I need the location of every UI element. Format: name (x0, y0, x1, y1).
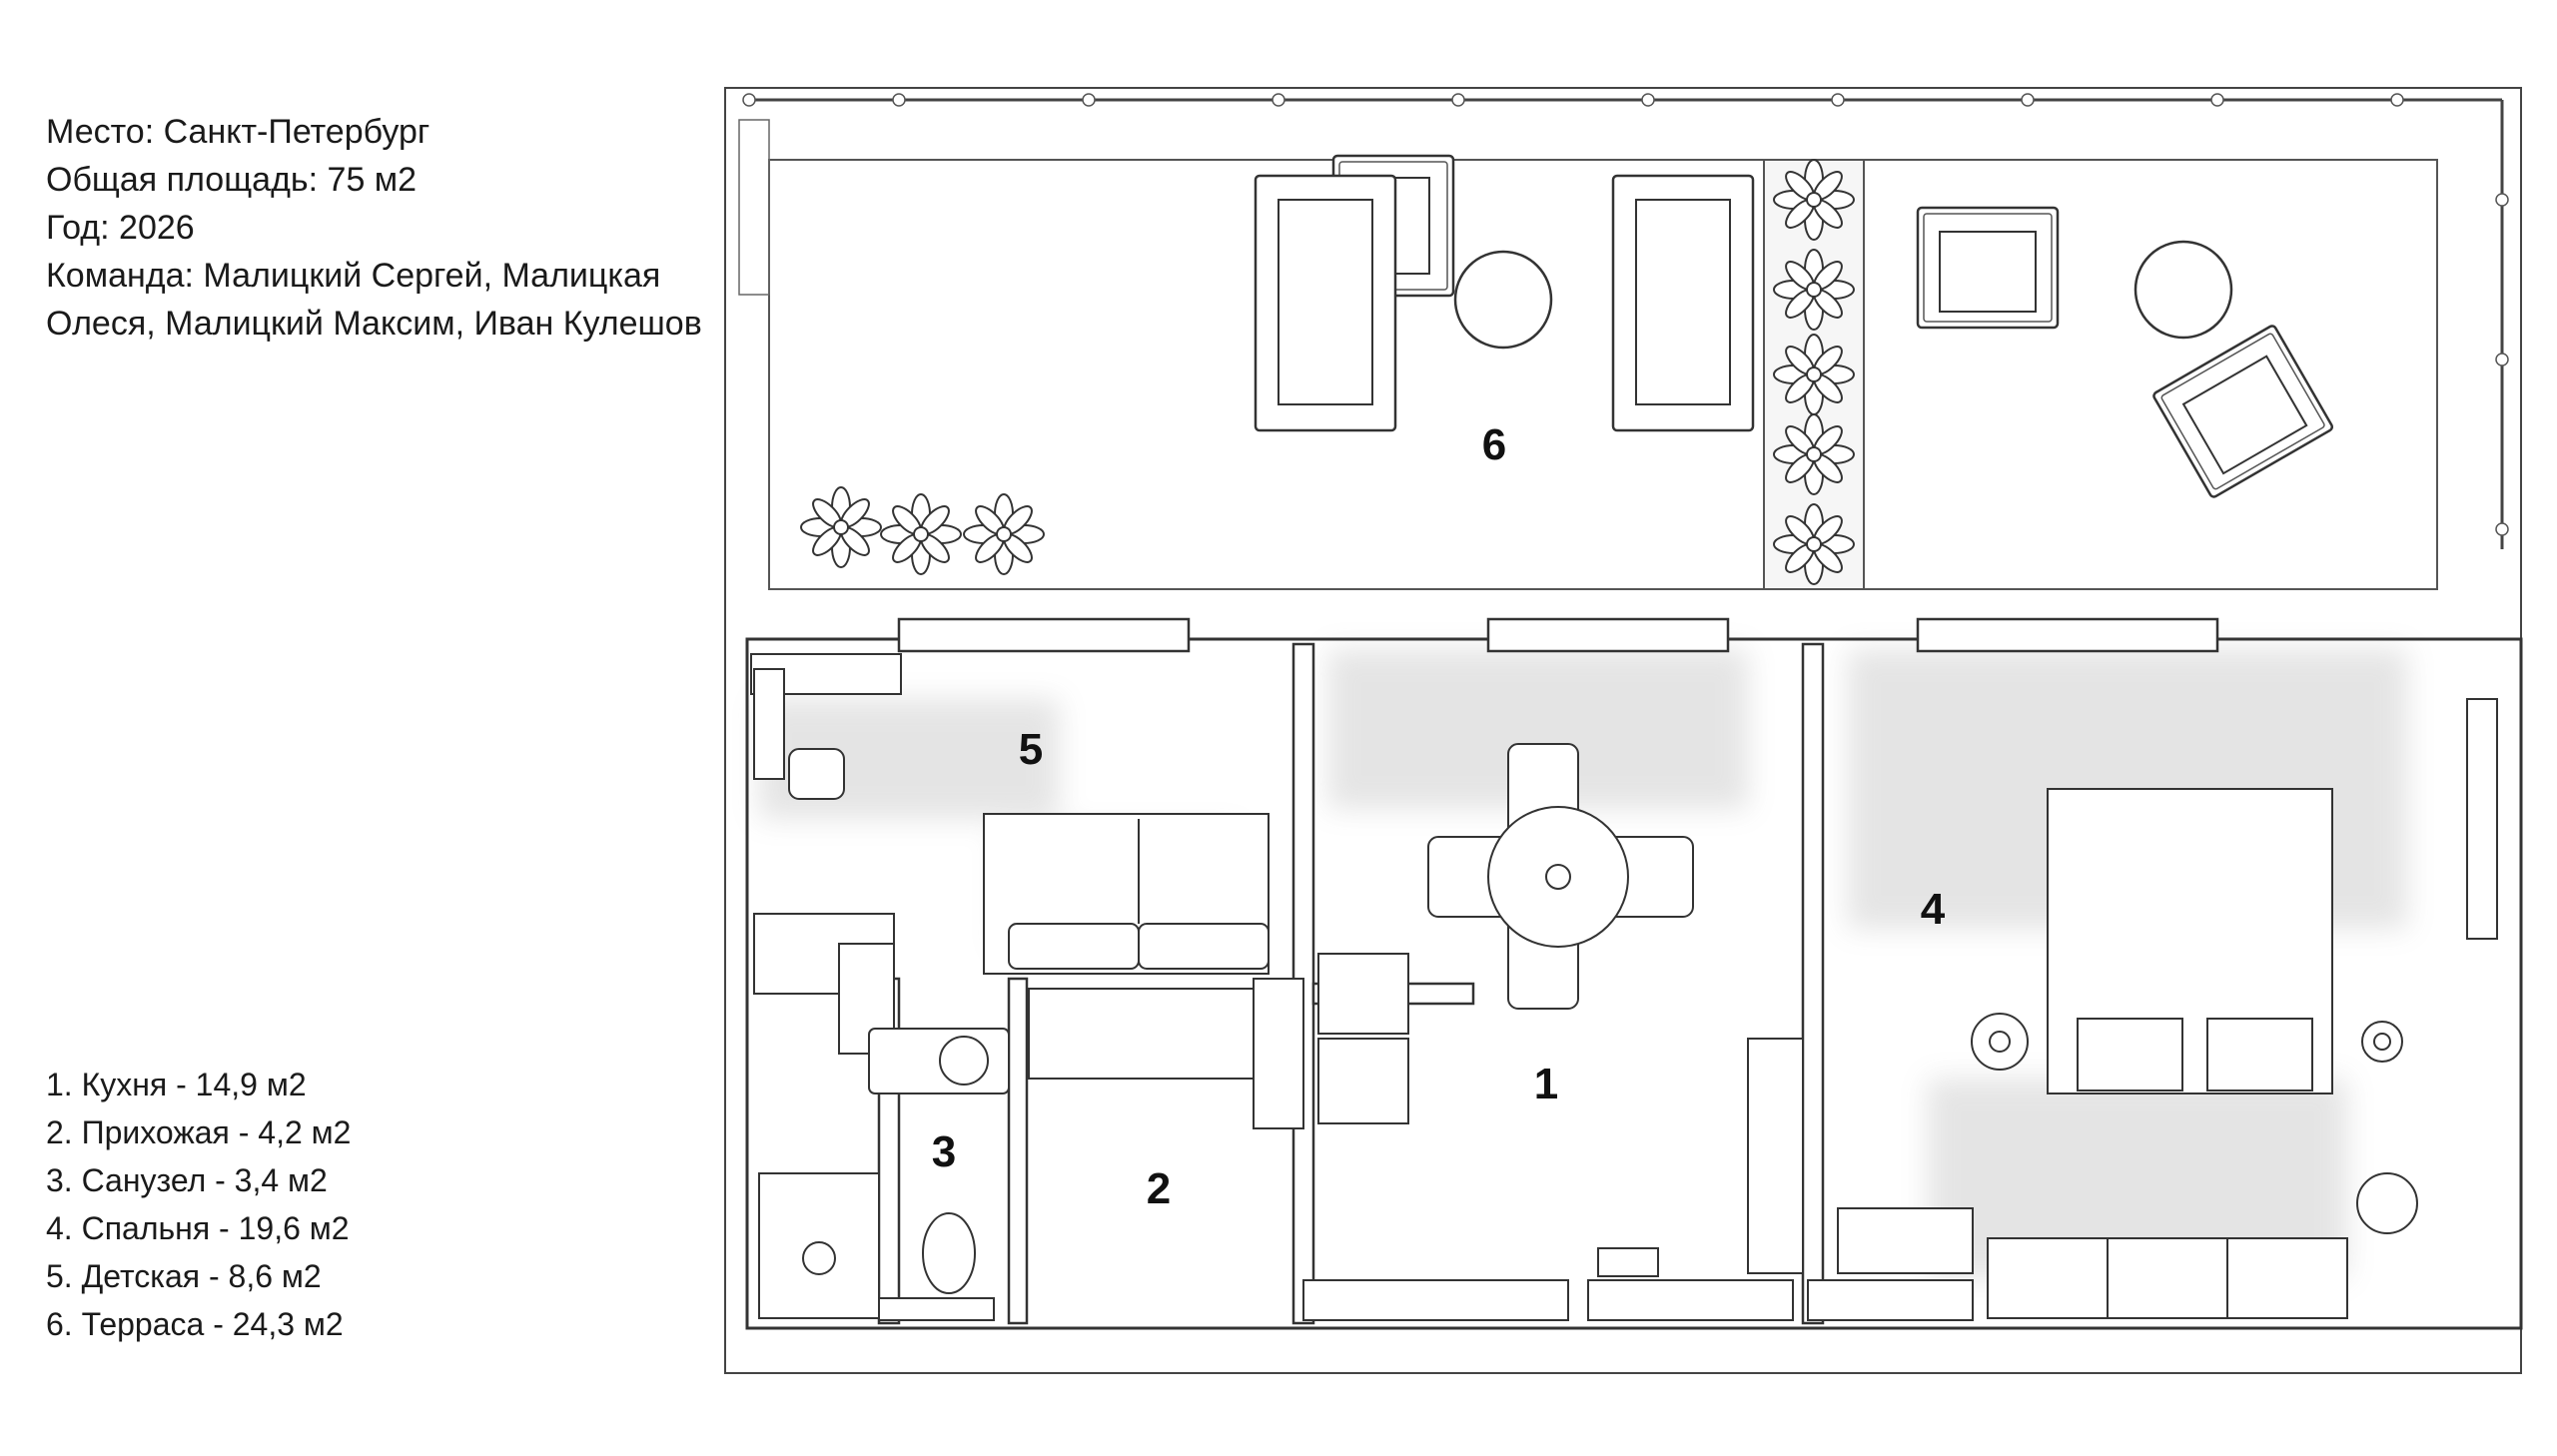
info-area: Общая площадь: 75 м2 (46, 161, 418, 199)
info-place: Место: Санкт-Петербург (46, 113, 430, 151)
legend-item-bathroom: 3. Санузел - 3,4 м2 (46, 1162, 328, 1198)
project-info: Место: Санкт-Петербург Общая площадь: 75… (46, 108, 702, 348)
room-number-kitchen: 1 (1534, 1060, 1558, 1108)
info-team-line1: Команда: Малицкий Сергей, Малицкая (46, 257, 661, 295)
legend-item-kitchen: 1. Кухня - 14,9 м2 (46, 1067, 307, 1102)
kitchen-furniture (1028, 743, 1804, 1277)
info-team-line2: Олеся, Малицкий Максим, Иван Кулешов (46, 305, 702, 343)
legend-item-kids-room: 5. Детская - 8,6 м2 (46, 1258, 322, 1294)
room-legend: 1. Кухня - 14,9 м2 2. Прихожая - 4,2 м2 … (46, 1061, 351, 1348)
terrace-area (738, 93, 2509, 590)
room-number-kids-room: 5 (1019, 725, 1043, 774)
legend-item-hallway: 2. Прихожая - 4,2 м2 (46, 1114, 352, 1150)
info-year: Год: 2026 (46, 209, 195, 247)
bedroom-furniture (1837, 698, 2498, 1319)
room-number-hallway: 2 (1147, 1164, 1171, 1213)
room-number-bathroom: 3 (932, 1127, 956, 1176)
room-number-terrace: 6 (1482, 420, 1506, 469)
legend-item-terrace: 6. Терраса - 24,3 м2 (46, 1306, 344, 1342)
bathroom-furniture (758, 1028, 1010, 1321)
room-number-bedroom: 4 (1921, 885, 1946, 934)
legend-item-bedroom: 4. Спальня - 19,6 м2 (46, 1210, 350, 1246)
